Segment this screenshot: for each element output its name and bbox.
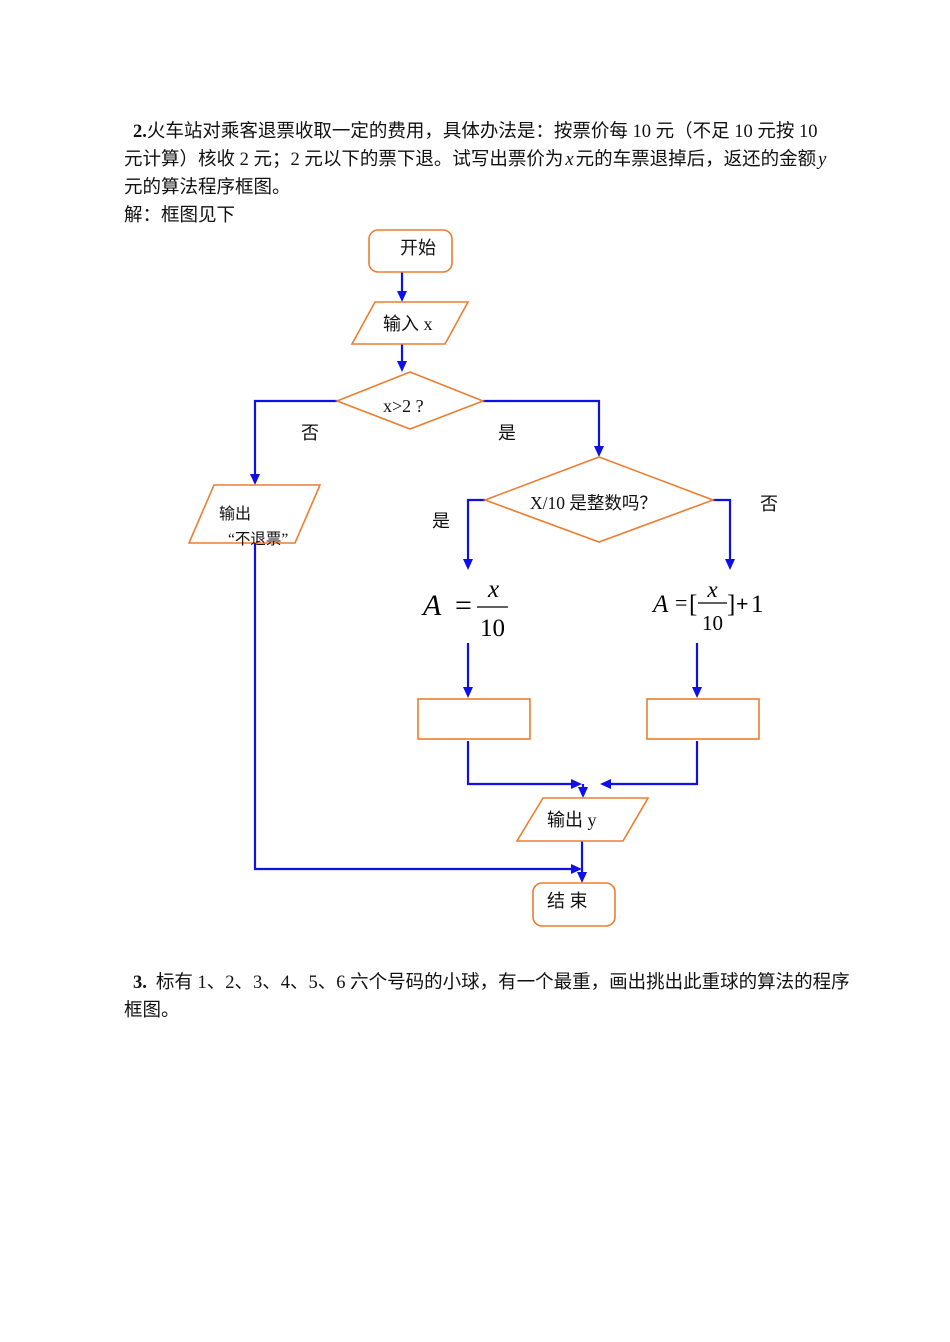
variable-y: y (818, 150, 827, 170)
process-box-right (646, 698, 760, 740)
decision-2-diamond (482, 456, 716, 543)
question-2-number: 2. (133, 122, 147, 142)
arrowhead (577, 872, 587, 883)
question-3-text: 框图。 (124, 1001, 180, 1021)
formula-numerator: x (487, 576, 499, 603)
connector-formula-non-integer-to-box (692, 643, 702, 698)
question-2-line-1: 2.火车站对乘客退票收取一定的费用，具体办法是：按票价每 10 元（不足 10 … (133, 118, 818, 146)
question-2-line-3: 元的算法程序框图。 (124, 174, 291, 202)
question-3-line-1: 3. 标有 1、2、3、4、5、6 六个号码的小球，有一个最重，画出挑出此重球的算… (133, 969, 850, 997)
formula-equals: = (675, 590, 687, 615)
formula-lhs: A (421, 589, 442, 622)
arrowhead (600, 779, 611, 789)
connector-line (466, 741, 572, 786)
input-label: 输入 x (383, 314, 433, 334)
connector-no-refund-to-end (253, 543, 582, 874)
connector-merge-to-output-y (578, 784, 588, 798)
formula-plus: + (736, 591, 749, 616)
output-no-refund-label-line-2: “不退票” (228, 530, 288, 548)
connectors (250, 272, 735, 883)
formula-numerator: x (706, 577, 718, 602)
formula-denominator: 10 (702, 611, 723, 635)
connector-line (483, 399, 601, 447)
process-box-left (417, 698, 531, 740)
formula-equals: = (455, 589, 472, 622)
variable-x: x (565, 150, 574, 170)
formula-denominator: 10 (480, 615, 505, 642)
output-y-label: 输出 y (547, 810, 597, 830)
arrowhead (463, 559, 473, 570)
decision-1-label: x>2 ? (383, 396, 424, 416)
question-2-text: 火车站对乘客退票收取一定的费用，具体办法是：按票价每 10 元（不足 10 元按… (146, 122, 818, 142)
arrowhead (725, 559, 735, 570)
question-3-line-2: 框图。 (124, 997, 180, 1025)
arrowhead (571, 864, 582, 874)
flowchart-shapes (187, 229, 760, 927)
connector-line (253, 399, 337, 475)
formula-integer: A = x 10 (421, 576, 508, 642)
arrowhead (692, 687, 702, 698)
arrowhead (463, 687, 473, 698)
decision-2-no-label: 否 (760, 494, 778, 514)
arrowhead (594, 446, 604, 457)
input-box (350, 301, 470, 345)
flowchart-labels: 开始 输入 x x>2 ? 否 是 输出 “不退票” X/10 是整数吗？ 是 … (219, 238, 778, 911)
decision-1-no-label: 否 (301, 423, 319, 443)
start-label: 开始 (400, 238, 436, 258)
solution-intro: 解：框图见下 (124, 202, 235, 230)
formula-open-bracket: [ (689, 591, 697, 618)
output-no-refund-box (187, 484, 322, 544)
output-no-refund-label-line-1: 输出 (219, 505, 251, 523)
end-terminal (532, 882, 616, 927)
connector-line (713, 498, 732, 560)
question-2-text: 元计算）核收 2 元；2 元以下的票下退。试写出票价为 (124, 150, 564, 170)
arrowhead (397, 291, 407, 302)
connector-line (466, 498, 485, 560)
connector-decision-2-no (713, 498, 735, 570)
connector-line (253, 543, 572, 871)
connector-box-left-to-merge (466, 741, 582, 789)
arrowhead (397, 361, 407, 372)
solution-intro-text: 解：框图见下 (124, 206, 236, 226)
connector-start-to-input (397, 272, 407, 302)
connector-formula-integer-to-box (463, 643, 473, 698)
decision-2-label: X/10 是整数吗？ (530, 493, 657, 513)
connector-decision-1-yes (483, 399, 604, 457)
arrowhead (578, 787, 588, 798)
output-y-box (515, 797, 650, 842)
end-label: 结 束 (547, 891, 588, 911)
formula-lhs: A (651, 591, 669, 618)
connector-box-right-to-merge (600, 741, 699, 789)
connector-decision-1-no (250, 399, 337, 485)
connector-line (610, 741, 699, 786)
arrowhead (250, 474, 260, 485)
question-2-text: 元的车票退掉后，返还的金额 (575, 150, 817, 170)
decision-1-yes-label: 是 (498, 423, 516, 443)
question-2-text: 元的算法程序框图。 (124, 178, 291, 198)
connector-output-y-to-end (577, 841, 587, 883)
question-3-number: 3. (133, 973, 147, 993)
connector-decision-2-yes (463, 498, 485, 570)
question-3-text: 标有 1、2、3、4、5、6 六个号码的小球，有一个最重，画出挑出此重球的算法的… (155, 973, 850, 993)
decision-1-diamond (334, 371, 486, 430)
start-terminal (368, 229, 453, 273)
connector-input-to-decision-1 (397, 344, 407, 372)
formula-non-integer: A = [ x 10 ] + 1 (651, 577, 764, 635)
formula-close-bracket: ] (727, 591, 735, 618)
decision-2-yes-label: 是 (432, 511, 450, 531)
arrowhead (571, 779, 582, 789)
formula-constant: 1 (751, 591, 764, 618)
